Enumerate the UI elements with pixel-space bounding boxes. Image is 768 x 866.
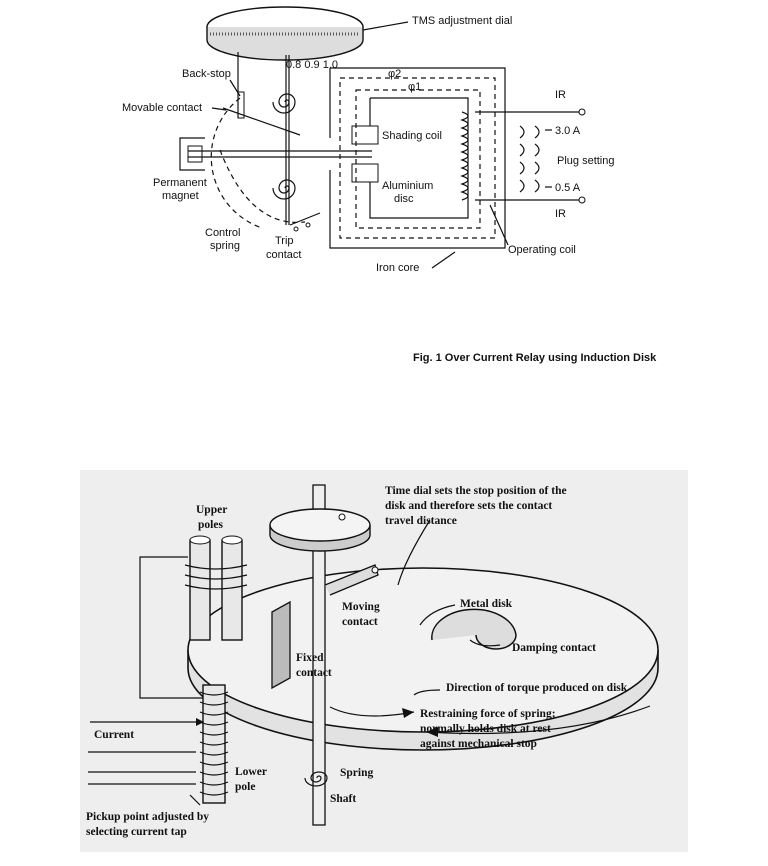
fixed-contact [271,600,291,690]
iron-core-label: Iron core [376,262,419,274]
phi1-label: φ1 [408,81,421,93]
time-dial-label-3: travel distance [385,515,457,527]
ir-top-label: IR [555,89,566,101]
damping-magnet [431,608,517,650]
upper-poles-label-1: Upper [196,504,227,516]
magnet-label-1: Permanent [153,177,207,189]
current-label: Current [94,729,134,741]
aluminium-label-1: Aluminium [382,180,433,192]
figure-1-caption: Fig. 1 Over Current Relay using Inductio… [413,352,657,364]
control-spring-label-1: Control [205,227,240,239]
upper-poles [184,535,248,641]
shaft-label: Shaft [330,793,356,805]
phi2-label: φ2 [388,68,401,80]
time-dial [269,508,371,552]
metal-disk [187,567,659,751]
fixed-contact-label-2: contact [296,667,332,679]
trip-contact-label-1: Trip [275,235,294,247]
shaft [312,484,326,826]
metal-disk-label: Metal disk [460,598,513,610]
spring-label: Spring [340,767,373,779]
ir-bottom-label: IR [555,208,566,220]
pickup-label-2: selecting current tap [86,826,187,838]
magnet-label-2: magnet [162,190,199,202]
restraining-label-1: Restraining force of spring; [420,708,556,720]
restraining-label-2: normally holds disk at rest [420,723,551,735]
lower-spiral [272,179,296,200]
figure-2 [88,484,659,826]
time-dial-label-1: Time dial sets the stop position of the [385,485,567,497]
lower-pole-label-2: pole [235,781,255,793]
lower-pole-label-1: Lower [235,766,267,778]
operating-coil-label: Operating coil [508,244,576,256]
iron-core [329,67,506,249]
upper-spiral [272,93,296,114]
figure-1: TMS adjustment dial 0.8 0.9 1.0 Back-sto… [122,6,614,274]
shading-coil-label: Shading coil [382,130,442,142]
operating-coil [460,108,586,204]
backstop-label: Back-stop [182,68,231,80]
damping-contact-label: Damping contact [512,642,596,654]
control-spring-label-2: spring [210,240,240,252]
tms-dial [206,6,409,225]
amp-05-label: 0.5 A [555,182,581,194]
aluminium-label-2: disc [394,193,414,205]
amp-3-label: 3.0 A [555,125,581,137]
moving-contact-label-1: Moving [342,601,380,613]
dial-scale-label: 0.8 0.9 1.0 [286,59,338,71]
plug-setting-label: Plug setting [557,155,614,167]
upper-poles-label-2: poles [198,519,223,531]
movable-contact-label: Movable contact [122,102,202,114]
moving-contact-label-2: contact [342,616,378,628]
trip-contact-label-2: contact [266,249,301,261]
fixed-contact-label-1: Fixed [296,652,324,664]
permanent-magnet [179,137,205,171]
time-dial-label-2: disk and therefore sets the contact [385,500,552,512]
torque-direction-label: Direction of torque produced on disk [446,682,628,694]
pickup-label-1: Pickup point adjusted by [86,811,209,823]
lower-pole [199,684,229,804]
restraining-label-3: against mechanical stop [420,738,537,750]
tms-label: TMS adjustment dial [412,15,512,27]
